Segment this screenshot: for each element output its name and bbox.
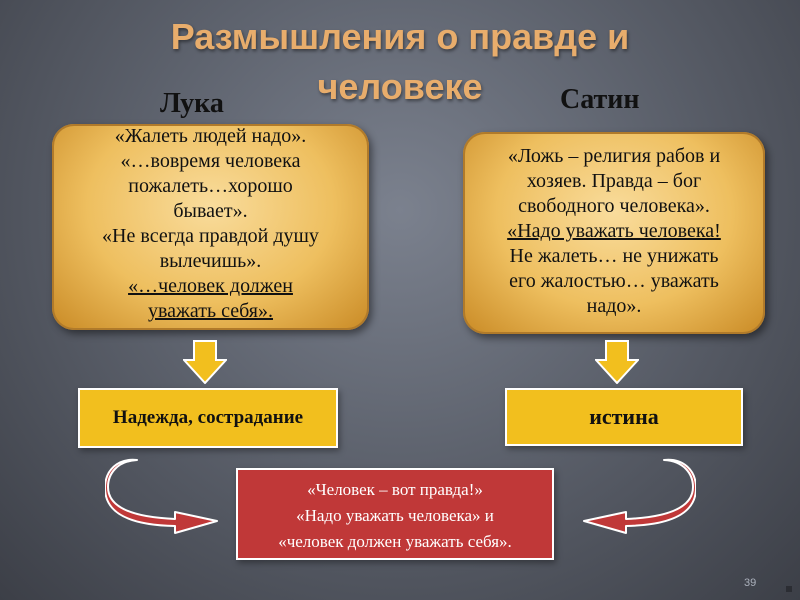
page-number: 39 xyxy=(744,577,757,589)
curved-arrow-icon xyxy=(583,458,696,534)
down-arrow-icon xyxy=(595,340,639,384)
luka-quote-line: вылечишь». xyxy=(159,250,262,272)
satin-quote-line: хозяев. Правда – бог xyxy=(526,170,702,192)
down-arrow-icon xyxy=(183,340,227,384)
satin-quote-line: надо». xyxy=(586,295,642,317)
conclusion-line: «Надо уважать человека» и xyxy=(296,506,494,525)
luka-quote-box: «Жалеть людей надо». «…вовремя человека … xyxy=(52,124,369,330)
luka-quote-line: «Жалеть людей надо». xyxy=(114,125,307,147)
luka-result-box: Надежда, сострадание xyxy=(78,388,338,448)
luka-quote-line: бывает». xyxy=(173,200,248,222)
conclusion-line: «человек должен уважать себя». xyxy=(278,532,512,551)
curved-arrow-icon xyxy=(105,458,218,534)
luka-quote-line: пожалеть…хорошо xyxy=(128,175,293,197)
satin-quote-line: свободного человека». xyxy=(518,195,710,217)
luka-quote-line: «Не всегда правдой душу xyxy=(102,225,319,247)
luka-quote-line-underlined: уважать себя». xyxy=(148,300,273,322)
luka-quote-line-underlined: «…человек должен xyxy=(128,275,293,297)
satin-quote-line: «Ложь – религия рабов и xyxy=(507,145,721,167)
satin-quote-box: «Ложь – религия рабов и хозяев. Правда –… xyxy=(463,132,765,334)
satin-quote-line: Не жалеть… не унижать xyxy=(509,245,719,267)
satin-heading: Сатин xyxy=(560,84,640,115)
conclusion-line: «Человек – вот правда!» xyxy=(307,480,483,499)
conclusion-box: «Человек – вот правда!» «Надо уважать че… xyxy=(236,468,554,560)
satin-result-box: истина xyxy=(505,388,743,446)
satin-quote-line-underlined: «Надо уважать человека! xyxy=(507,220,721,242)
corner-square xyxy=(786,586,792,592)
slide-title: Размышления о правде и человеке xyxy=(170,16,630,107)
satin-quote-line: его жалостью… уважать xyxy=(509,270,719,292)
luka-heading: Лука xyxy=(160,88,224,119)
luka-quote-line: «…вовремя человека xyxy=(120,150,301,172)
